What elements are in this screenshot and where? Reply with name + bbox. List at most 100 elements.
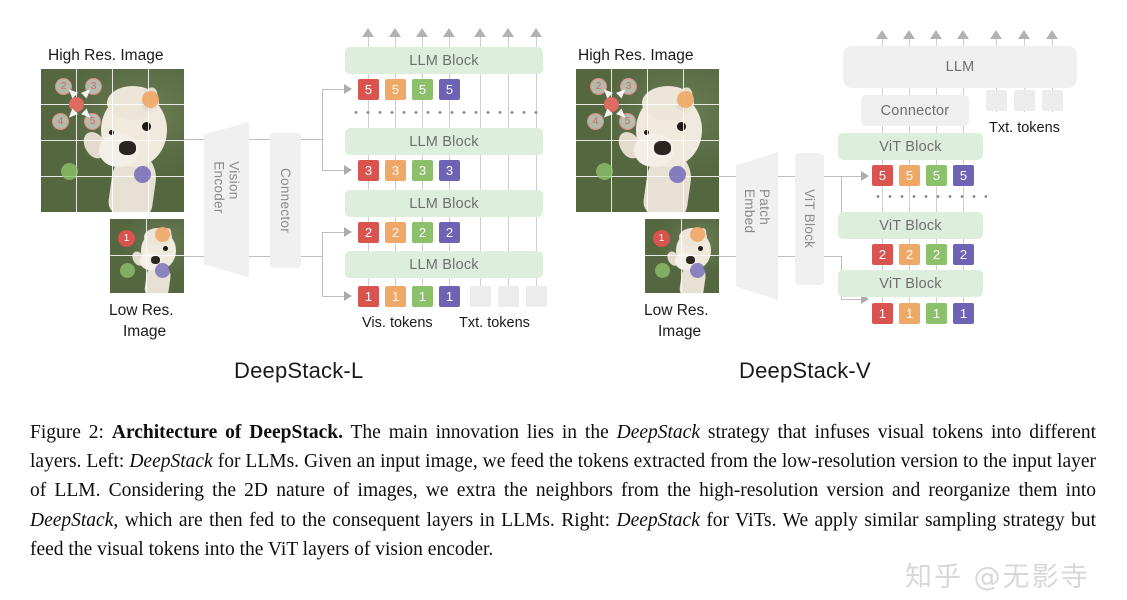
green-dot-marker: [655, 263, 670, 278]
llm-block-right: LLM: [843, 46, 1077, 88]
llm-block-4: LLM Block: [345, 251, 543, 278]
image-marker-1: 1: [118, 230, 135, 247]
caption-em3: DeepStack: [30, 509, 114, 531]
low-res-image-label-left-line1: Low Res.: [109, 302, 174, 319]
green-dot-marker: [596, 163, 613, 180]
vis-token: 5: [358, 79, 379, 100]
fanout-line: [841, 176, 842, 232]
caption-bold-title: Architecture of DeepStack.: [111, 422, 343, 443]
connector-line: [249, 139, 271, 140]
txt-tokens-label-left: Txt. tokens: [459, 315, 530, 331]
center-dot-marker: [604, 97, 619, 112]
fanout-line: [301, 139, 323, 140]
grid-line: [611, 69, 613, 212]
orange-dot-marker: [677, 91, 694, 108]
arrow-icon: [344, 227, 352, 237]
image-marker-5: 5: [619, 113, 636, 130]
image-marker-5: 5: [84, 113, 101, 130]
grid-line: [683, 69, 685, 212]
fanout-line: [841, 299, 863, 300]
caption-em2: DeepStack: [129, 451, 213, 473]
connector-line: [184, 139, 209, 140]
vis-token: 2: [412, 222, 433, 243]
output-arrow-icon: [903, 30, 915, 39]
orange-dot-marker: [690, 227, 705, 242]
vis-token: 1: [439, 286, 460, 307]
figure-caption: Figure 2: Architecture of DeepStack. The…: [30, 418, 1096, 564]
green-dot-marker: [61, 163, 78, 180]
ellipsis-dots: [872, 195, 987, 198]
fanout-line: [322, 139, 323, 171]
patch-embed-block: Patch Embed: [736, 152, 778, 300]
vis-token: 5: [412, 79, 433, 100]
vis-token: 2: [385, 222, 406, 243]
low-res-image-label-left-line2: Image: [123, 323, 167, 340]
grid-line: [146, 219, 148, 293]
caption-part5: for ViTs. We apply similar sampling stra…: [30, 509, 1097, 560]
vis-token: 5: [926, 165, 947, 186]
vis-token: 3: [385, 160, 406, 181]
connector-line: [778, 176, 796, 177]
low-res-image-label-right-line1: Low Res.: [644, 302, 709, 319]
output-arrow-icon: [1046, 30, 1058, 39]
high-res-image-label-left: High Res. Image: [48, 47, 164, 64]
image-marker-4: 4: [52, 113, 69, 130]
image-marker-2: 2: [590, 78, 607, 95]
patch-embed-label: Patch Embed: [742, 189, 772, 234]
center-dot-marker: [69, 97, 84, 112]
fanout-line: [824, 176, 842, 177]
fanout-line: [322, 170, 347, 171]
vit-block-2: ViT Block: [838, 212, 983, 239]
panel-title-deepstack-v: DeepStack-V: [739, 358, 871, 383]
output-arrow-icon: [443, 28, 455, 37]
fanout-line: [841, 176, 863, 177]
vis-tokens-label-left: Vis. tokens: [362, 315, 433, 331]
connector-line: [778, 256, 796, 257]
stream-line: [480, 30, 481, 300]
output-arrow-icon: [502, 28, 514, 37]
vis-token: 2: [926, 244, 947, 265]
vis-token: 5: [385, 79, 406, 100]
vit-block-1: ViT Block: [838, 133, 983, 160]
vis-token: 3: [412, 160, 433, 181]
txt-token: [1042, 90, 1063, 111]
vis-token: 5: [872, 165, 893, 186]
fanout-line: [824, 256, 842, 257]
vit-stem-block: ViT Block: [795, 153, 824, 285]
caption-figure-number: Figure 2:: [30, 422, 104, 443]
txt-tokens-label-right: Txt. tokens: [989, 120, 1060, 136]
image-marker-2: 2: [55, 78, 72, 95]
vis-token: 3: [358, 160, 379, 181]
vis-token: 2: [953, 244, 974, 265]
watermark: 知乎 @无影寺: [905, 562, 1090, 593]
arrow-icon: [861, 171, 869, 181]
green-dot-marker: [120, 263, 135, 278]
purple-dot-marker: [155, 263, 170, 278]
high-res-image-label-right: High Res. Image: [578, 47, 694, 64]
connector-line: [184, 256, 209, 257]
txt-token: [498, 286, 519, 307]
caption-part3: for LLMs. Given an input image, we feed …: [30, 451, 1096, 502]
caption-em4: DeepStack: [616, 509, 700, 531]
arrow-icon: [344, 165, 352, 175]
output-arrow-icon: [362, 28, 374, 37]
caption-part1: The main innovation lies in the: [342, 422, 617, 443]
connector-label: Connector: [278, 168, 293, 233]
connector-block-right: Connector: [861, 95, 969, 126]
image-marker-3: 3: [620, 78, 637, 95]
vis-token: 5: [953, 165, 974, 186]
connector-block-left: Connector: [270, 133, 301, 268]
image-marker-4: 4: [587, 113, 604, 130]
vis-token: 5: [899, 165, 920, 186]
txt-token: [470, 286, 491, 307]
grid-line: [148, 69, 150, 212]
ellipsis-dots: [350, 111, 542, 114]
image-marker-1: 1: [653, 230, 670, 247]
vit-block-3: ViT Block: [838, 270, 983, 297]
llm-block-1: LLM Block: [345, 47, 543, 74]
caption-em1: DeepStack: [616, 422, 700, 443]
vis-token: 1: [385, 286, 406, 307]
output-arrow-icon: [990, 30, 1002, 39]
output-arrow-icon: [930, 30, 942, 39]
fanout-line: [322, 296, 347, 297]
